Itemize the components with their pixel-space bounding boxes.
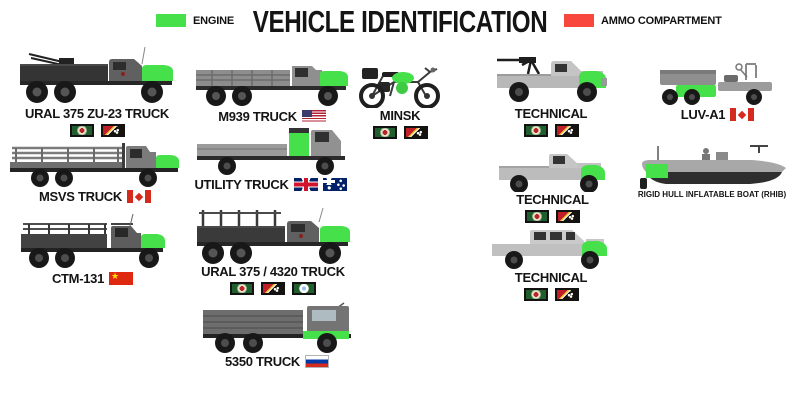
- vehicle-label: MSVS TRUCK: [39, 189, 122, 204]
- flag-green-emblem-icon: [372, 126, 397, 139]
- vehicle-card-minsk: MINSK: [352, 56, 448, 139]
- flag-green-emblem-icon: [523, 288, 548, 301]
- engine-color-swatch: [156, 14, 186, 27]
- flag-red-black-diagonal-icon: [100, 124, 125, 137]
- vehicle-art-technical-pickup: [493, 144, 613, 193]
- flag-canada-icon: [730, 108, 755, 121]
- vehicle-art-luv-a1: [648, 56, 788, 106]
- vehicle-label: TECHNICAL: [516, 192, 589, 207]
- flag-green-globe-icon: [292, 282, 316, 295]
- vehicle-card-utility-truck: UTILITY TRUCK: [188, 124, 353, 192]
- flag-red-black-diagonal-icon: [554, 124, 579, 137]
- vehicle-card-5350: 5350 TRUCK: [192, 298, 362, 369]
- flag-red-black-diagonal-icon: [554, 288, 579, 301]
- vehicle-art-technical-double-cab: [486, 218, 616, 270]
- vehicle-card-luv-a1: LUV-A1: [645, 56, 790, 122]
- ammo-legend-label: AMMO COMPARTMENT: [601, 14, 722, 27]
- vehicle-art-m939-truck: [192, 52, 352, 108]
- engine-legend-label: ENGINE: [193, 14, 234, 27]
- vehicle-card-technical-gun: TECHNICAL: [486, 44, 616, 137]
- flag-green-emblem-icon: [69, 124, 94, 137]
- vehicle-card-ural-375-zu23: URAL 375 ZU-23 TRUCK: [12, 44, 182, 137]
- vehicle-label: UTILITY TRUCK: [194, 177, 289, 192]
- vehicle-art-technical-with-gun: [489, 44, 614, 106]
- flag-green-emblem-icon: [230, 282, 254, 295]
- vehicle-card-rhib: RIGID HULL INFLATABLE BOAT (RHIB): [632, 138, 792, 199]
- vehicle-art-utility-truck: [191, 124, 351, 176]
- flag-china-icon: [109, 272, 134, 285]
- flag-red-black-diagonal-icon: [556, 210, 580, 223]
- vehicle-label: TECHNICAL: [514, 270, 588, 285]
- vehicle-label: URAL 375 ZU-23 TRUCK: [24, 106, 169, 121]
- page-title: VEHICLE IDENTIFICATION: [252, 4, 548, 39]
- vehicle-label: RIGID HULL INFLATABLE BOAT (RHIB): [637, 190, 787, 199]
- vehicle-art-ctm-131-truck: [15, 212, 170, 270]
- vehicle-card-ural-375-4320: URAL 375 / 4320 TRUCK: [188, 204, 358, 295]
- vehicle-art-minsk-motorcycle: [354, 56, 446, 109]
- ammo-color-swatch: [564, 14, 594, 27]
- vehicle-art-ural-375-4320-truck: [191, 204, 356, 264]
- flag-green-emblem-icon: [525, 210, 549, 223]
- flag-canada-icon: [126, 190, 151, 203]
- vehicle-label: LUV-A1: [680, 107, 726, 122]
- ammo-legend: AMMO COMPARTMENT: [564, 14, 722, 27]
- vehicle-label: URAL 375 / 4320 TRUCK: [201, 264, 345, 279]
- flag-red-black-diagonal-icon: [261, 282, 285, 295]
- vehicle-label: MINSK: [379, 108, 421, 123]
- engine-legend: ENGINE: [156, 14, 234, 27]
- vehicle-label: CTM-131: [51, 271, 105, 286]
- vehicle-card-technical-doublecab: TECHNICAL: [485, 218, 617, 301]
- vehicle-art-5350-truck: [197, 298, 357, 353]
- vehicle-card-ctm-131: CTM-131: [15, 212, 170, 286]
- flag-australia-icon: [322, 178, 347, 191]
- flag-green-emblem-icon: [523, 124, 548, 137]
- vehicle-art-ural-375-zu23-truck: [15, 44, 180, 106]
- flag-united-kingdom-icon: [293, 178, 318, 191]
- vehicle-art-msvs-truck: [6, 138, 184, 188]
- vehicle-card-msvs: MSVS TRUCK: [5, 138, 185, 204]
- vehicle-label: 5350 TRUCK: [224, 354, 301, 369]
- vehicle-card-technical-plain: TECHNICAL: [490, 144, 615, 223]
- vehicle-card-m939: M939 TRUCK: [188, 52, 356, 124]
- flag-russia-icon: [305, 355, 330, 368]
- vehicle-label: TECHNICAL: [514, 106, 588, 121]
- vehicle-art-rhib-boat: [632, 138, 792, 190]
- vehicle-label: M939 TRUCK: [218, 109, 297, 124]
- flag-usa-icon: [301, 110, 326, 123]
- flag-red-black-diagonal-icon: [403, 126, 428, 139]
